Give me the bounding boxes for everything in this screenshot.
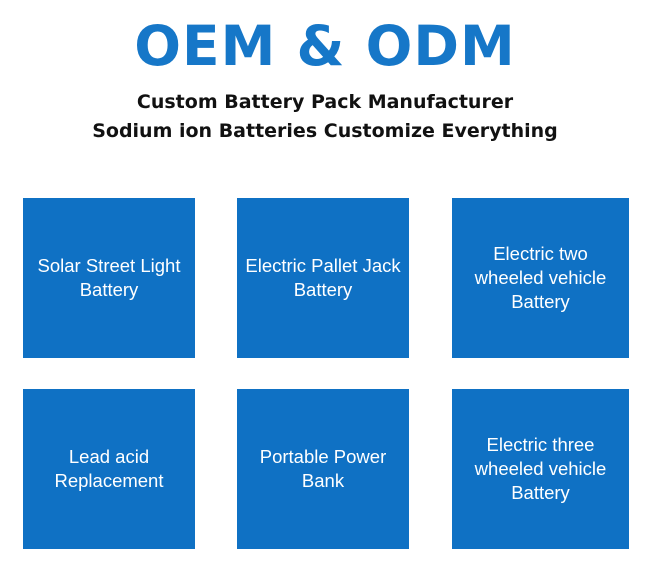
tile-solar-street-light-battery[interactable]: Solar Street Light Battery bbox=[23, 198, 195, 358]
tile-label: Electric two wheeled vehicle Battery bbox=[474, 243, 607, 312]
headline-title: OEM & ODM bbox=[134, 14, 516, 78]
tile-portable-power-bank[interactable]: Portable Power Bank bbox=[237, 389, 409, 549]
subtitle-sodium-ion: Sodium ion Batteries Customize Everythin… bbox=[92, 120, 558, 142]
subtitle-manufacturer: Custom Battery Pack Manufacturer bbox=[136, 91, 514, 113]
tile-label: Lead acid Replacement bbox=[54, 446, 164, 491]
tile-lead-acid-replacement[interactable]: Lead acid Replacement bbox=[23, 389, 195, 549]
tile-label: Portable Power Bank bbox=[259, 446, 387, 491]
tile-electric-two-wheeled-vehicle-battery[interactable]: Electric two wheeled vehicle Battery bbox=[452, 198, 629, 358]
tile-electric-three-wheeled-vehicle-battery[interactable]: Electric three wheeled vehicle Battery bbox=[452, 389, 629, 549]
tile-electric-pallet-jack-battery[interactable]: Electric Pallet Jack Battery bbox=[237, 198, 409, 358]
tile-label: Electric Pallet Jack Battery bbox=[245, 255, 401, 300]
tile-label: Electric three wheeled vehicle Battery bbox=[474, 434, 607, 503]
tile-label: Solar Street Light Battery bbox=[37, 255, 181, 300]
